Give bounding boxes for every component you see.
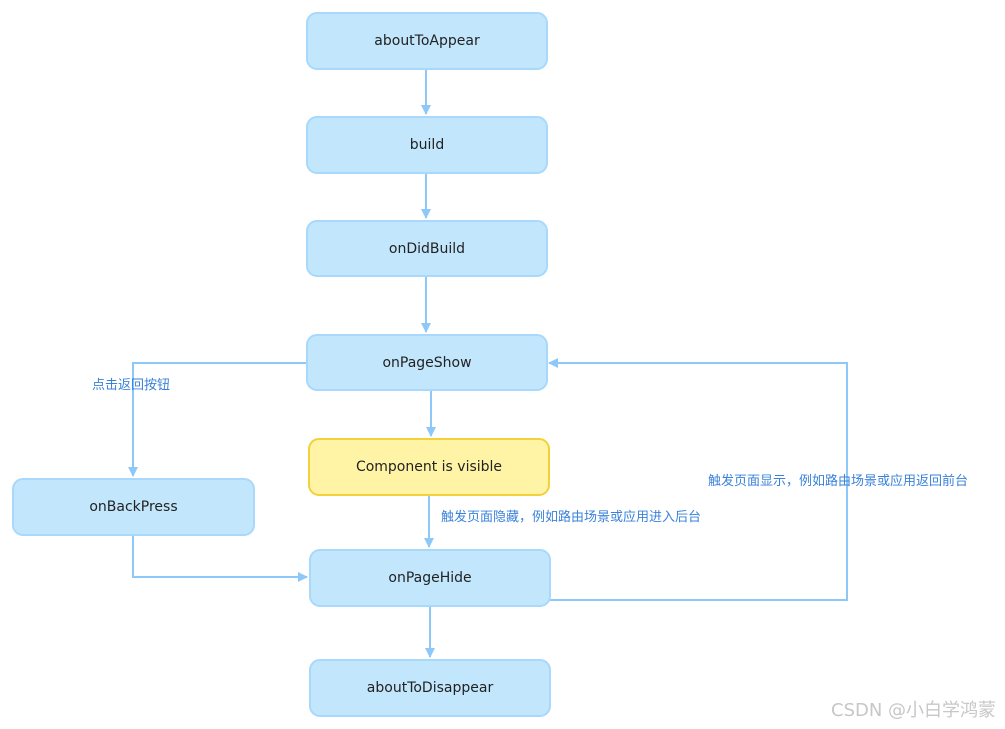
about-to-disappear-node: aboutToDisappear (309, 659, 551, 717)
component-visible-node: Component is visible (308, 438, 550, 496)
build-node: build (306, 116, 548, 174)
on-page-hide-node: onPageHide (309, 549, 551, 607)
arrow-pagehide-to-pageshow (548, 358, 848, 601)
arrow-backpress-to-pagehide (132, 536, 308, 582)
arrow-pageshow-to-backpress (128, 362, 306, 477)
on-page-show-node: onPageShow (306, 334, 548, 391)
watermark: CSDN @小白学鸿蒙 (831, 700, 997, 721)
back-button-label: 点击返回按钮 (92, 378, 171, 393)
on-back-press-node: onBackPress (12, 478, 255, 536)
to-background-label: 触发页面隐藏，例如路由场景或应用进入后台 (441, 510, 702, 525)
about-to-appear-node: aboutToAppear (306, 12, 548, 70)
on-did-build-node: onDidBuild (306, 220, 548, 277)
to-foreground-label: 触发页面显示，例如路由场景或应用返回前台 (708, 474, 969, 489)
